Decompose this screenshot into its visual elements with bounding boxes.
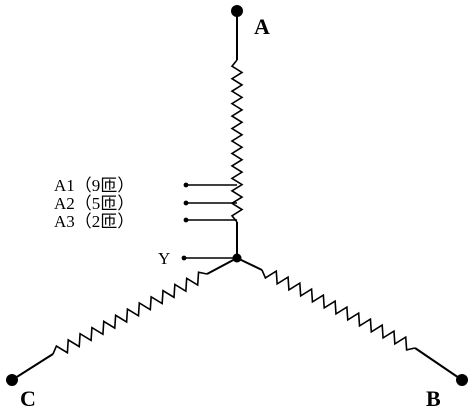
tap-a3: A3（2匝） (54, 212, 237, 231)
terminal-c-dot[interactable] (6, 374, 18, 386)
phase-b-coil (261, 269, 416, 351)
phase-b-lead-inner (236, 257, 263, 271)
tap-a3-label: A3（2匝） (54, 212, 134, 231)
neutral-label: Y (158, 249, 170, 268)
terminal-b-dot[interactable] (456, 374, 468, 386)
terminal-b-label: B (426, 386, 441, 410)
phase-c-coil (52, 271, 208, 355)
terminal-a-dot[interactable] (231, 5, 243, 17)
tap-a1: A1（9匝） (54, 176, 237, 195)
tap-a2-label: A2（5匝） (54, 194, 134, 213)
tap-a2-terminal-dot[interactable] (183, 200, 189, 206)
phase-a-branch: A (230, 5, 270, 258)
neutral-point: Y (158, 249, 242, 268)
phase-a-coil (230, 59, 244, 223)
neutral-terminal-dot[interactable] (181, 255, 187, 261)
tap-a1-label: A1（9匝） (54, 176, 134, 195)
terminal-a-label: A (254, 14, 270, 39)
phase-c-lead-outer (11, 353, 54, 381)
phase-b-lead-outer (414, 347, 463, 381)
tap-a1-terminal-dot[interactable] (183, 182, 189, 188)
phase-c-lead-inner (206, 257, 238, 275)
tap-a2: A2（5匝） (54, 194, 237, 213)
phase-c-branch: C (6, 257, 238, 410)
tap-a3-terminal-dot[interactable] (183, 217, 189, 223)
terminal-c-label: C (20, 386, 36, 410)
phase-b-branch: B (236, 257, 468, 410)
